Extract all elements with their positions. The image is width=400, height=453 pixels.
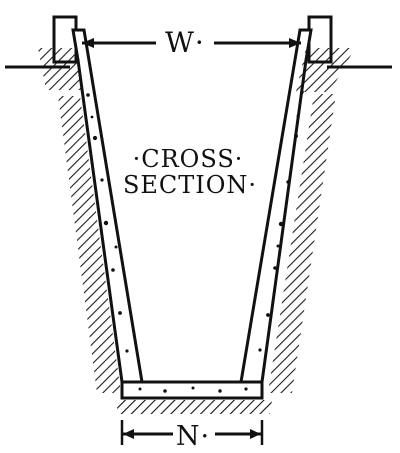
left-soil-hatch bbox=[58, 96, 121, 393]
bottom-slab-group bbox=[116, 380, 272, 414]
bottom-width-dimension: N· bbox=[120, 420, 264, 452]
bottom-width-label: N· bbox=[176, 421, 210, 452]
top-width-label: W· bbox=[165, 26, 205, 59]
right-wall bbox=[239, 15, 392, 393]
left-soil-hatch-top bbox=[38, 48, 82, 90]
bottom-slab bbox=[120, 380, 264, 400]
left-wall-speckles bbox=[86, 93, 129, 353]
top-width-dimension: W· bbox=[82, 26, 301, 59]
right-concrete-wall bbox=[239, 28, 313, 384]
cross-label: ·CROSS· bbox=[133, 145, 244, 173]
left-wall bbox=[5, 15, 144, 393]
section-label: SECTION· bbox=[123, 171, 257, 199]
bottom-soil-hatch bbox=[116, 400, 272, 414]
right-soil-hatch bbox=[268, 94, 336, 393]
right-soil-hatch-top bbox=[296, 48, 355, 92]
